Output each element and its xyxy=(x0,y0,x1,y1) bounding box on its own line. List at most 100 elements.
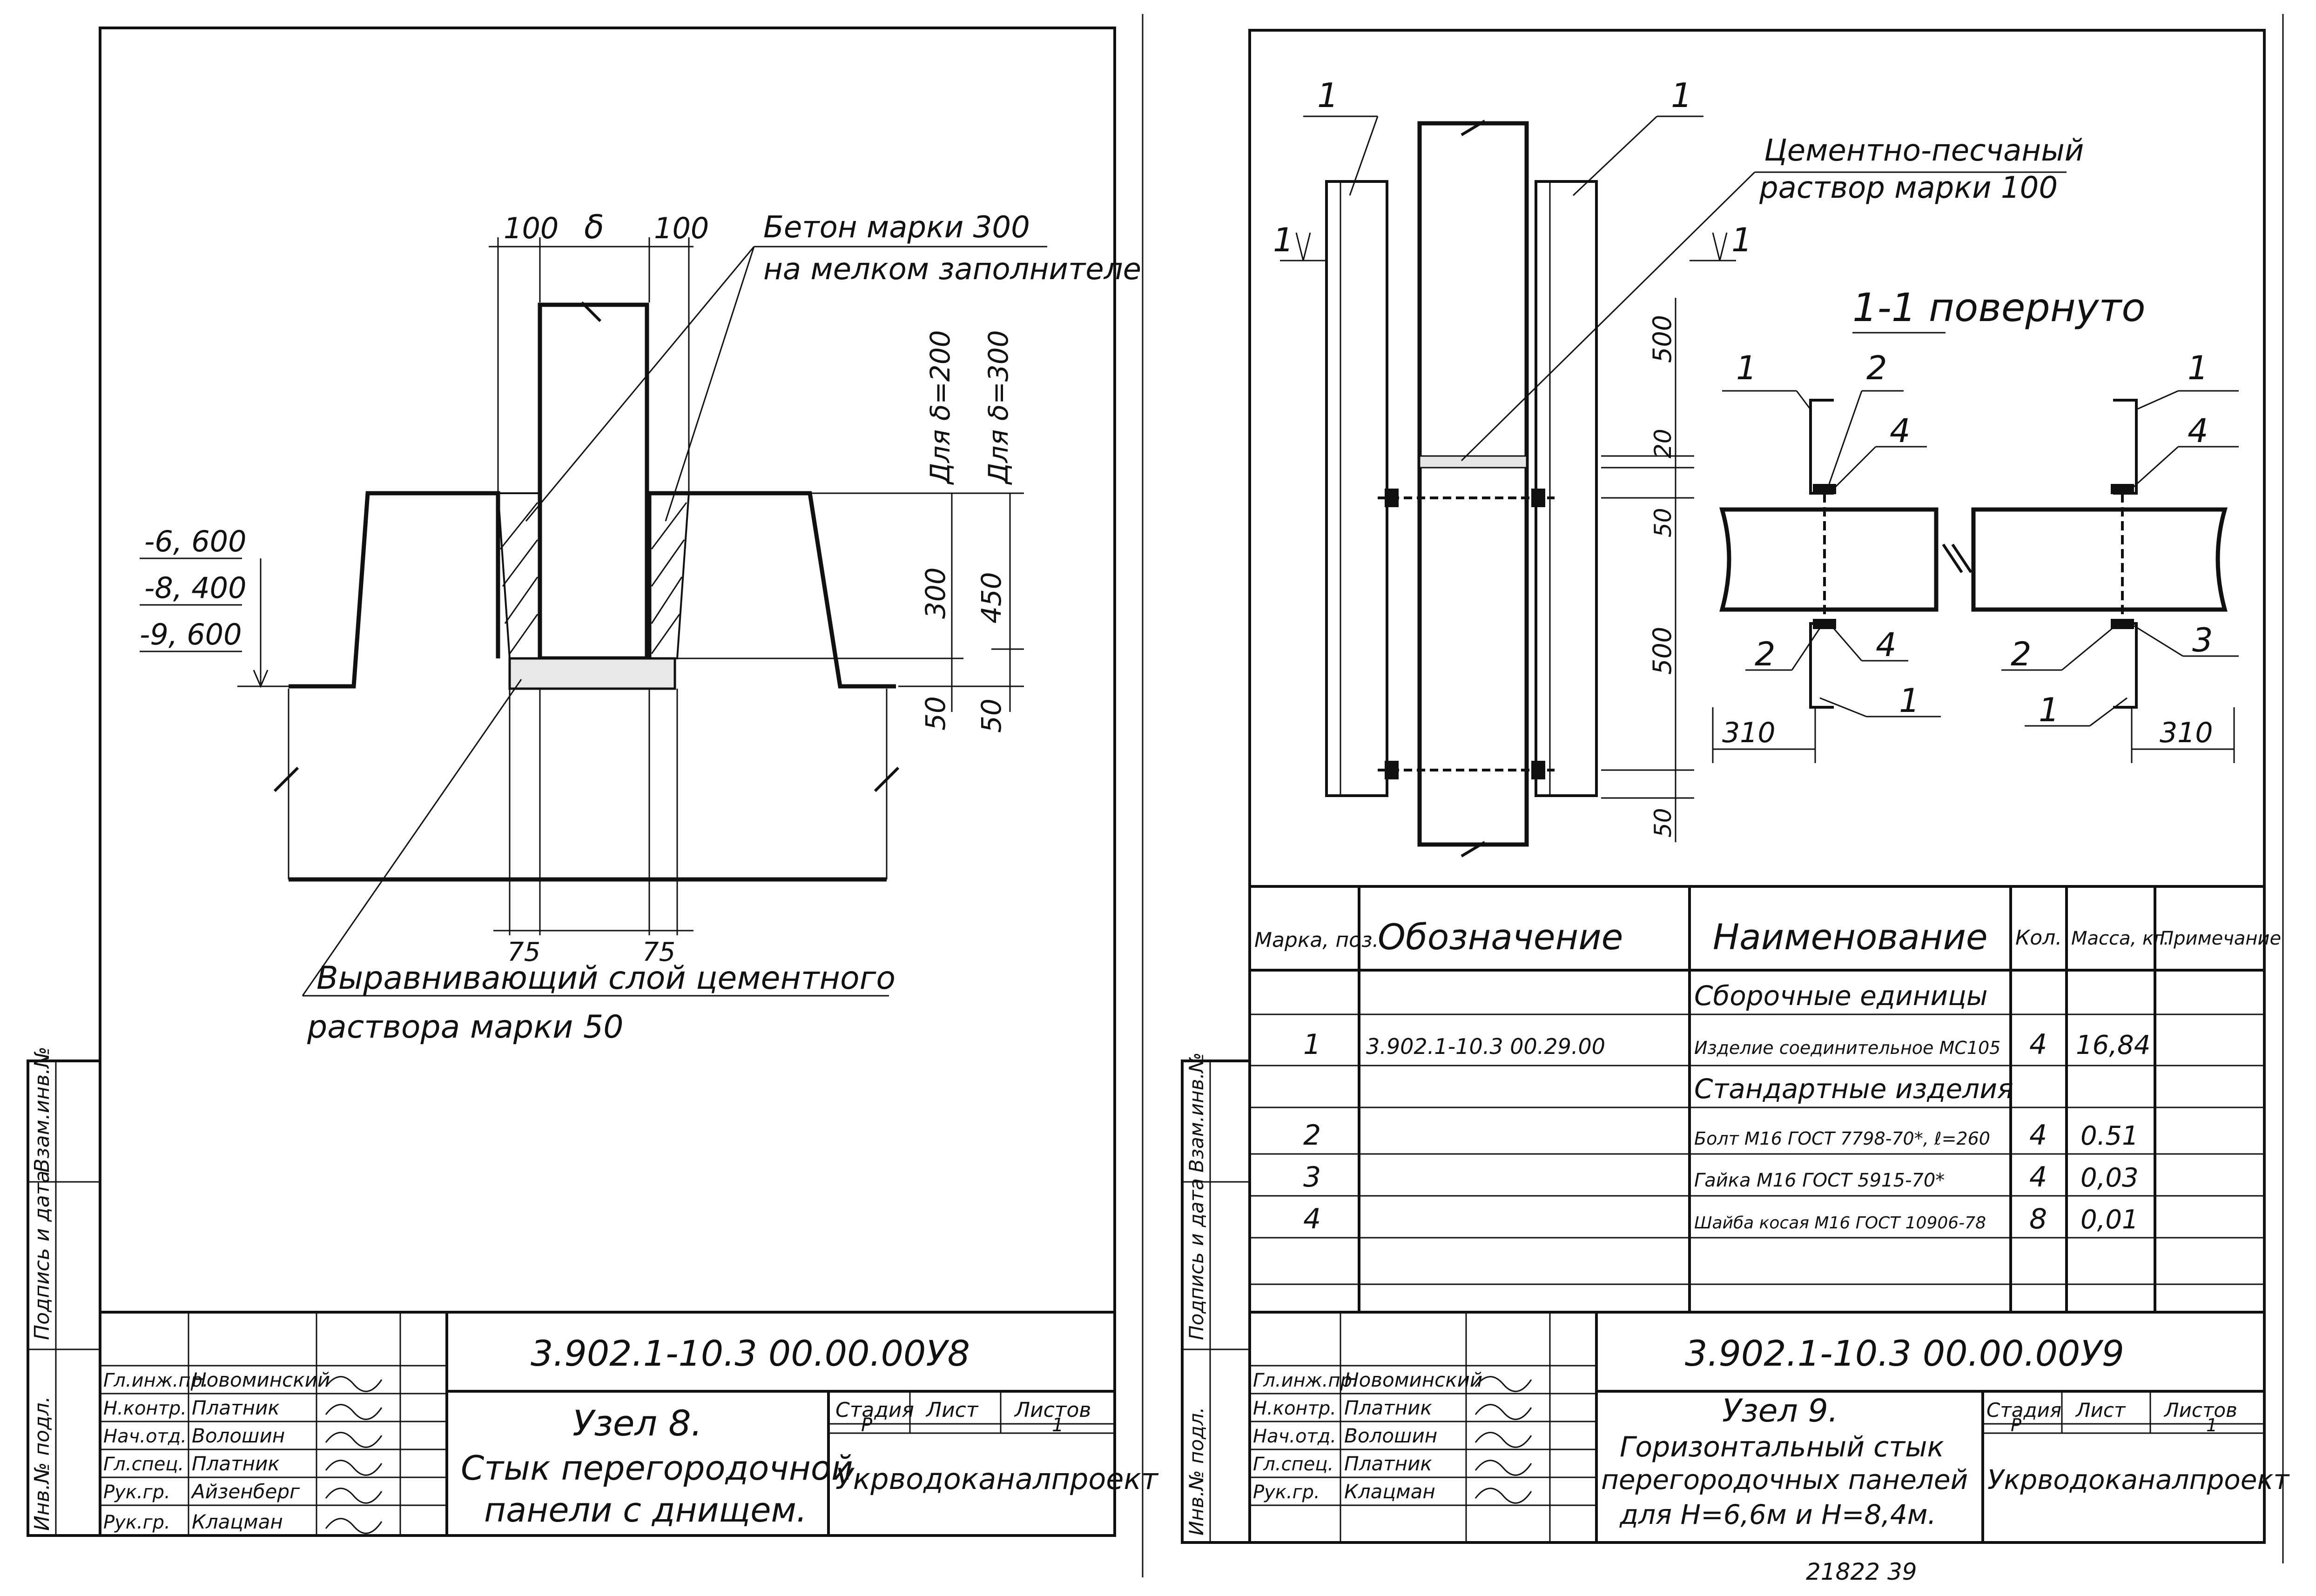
org-name: Укрводоканалпроект xyxy=(835,1462,1159,1496)
name: Айзенберг xyxy=(190,1480,300,1503)
dim-500-lower: 500 xyxy=(1648,627,1677,675)
break-mark xyxy=(580,301,602,322)
sec-label: 2 xyxy=(2011,635,2032,673)
hatch-left xyxy=(499,502,539,654)
joint-9-elevation: 1 1 1 1 Цементно-песчаный раствор марки … xyxy=(1273,76,2084,858)
role: Рук.гр. xyxy=(103,1512,170,1533)
section-mark-left: 1 xyxy=(1273,221,1294,259)
dim-50-a: 50 xyxy=(920,696,951,731)
role: Н.контр. xyxy=(1253,1398,1336,1419)
side-label-sign: Подпись и дата xyxy=(1185,1178,1208,1340)
th-pos: Марка, поз. xyxy=(1254,928,1379,952)
role: Рук.гр. xyxy=(103,1482,170,1503)
name: Платник xyxy=(1344,1452,1432,1475)
top-dimensions: 100 δ 100 xyxy=(489,208,709,493)
sec-label: 1 xyxy=(2039,691,2060,729)
cell-name: Гайка М16 ГОСТ 5915-70* xyxy=(1694,1170,1945,1191)
dim-310-left: 310 xyxy=(1722,717,1776,749)
name: Новоминский xyxy=(192,1368,330,1391)
cell-qty: 4 xyxy=(2029,1028,2047,1061)
th-name: Наименование xyxy=(1713,916,1988,958)
stage-header: Стадия xyxy=(835,1398,914,1422)
level-3: -9, 600 xyxy=(140,617,242,651)
break-mark xyxy=(273,766,299,792)
sec-label: 1 xyxy=(2188,349,2208,387)
side-label-replace: Взам.инв.№ xyxy=(1185,1053,1208,1173)
dim-75-left: 75 xyxy=(507,937,540,967)
name: Волошин xyxy=(1344,1424,1437,1447)
left-side-strip: Инв.№ подл. Подпись и дата Взам.инв.№ xyxy=(27,1046,101,1537)
title-line-3: перегородочных панелей xyxy=(1601,1464,1968,1495)
angle-bottom-right xyxy=(2113,622,2138,709)
panel-column xyxy=(1417,121,1529,847)
cell-qty: 4 xyxy=(2029,1161,2047,1194)
section-1-1: 1-1 повернуто xyxy=(1712,285,2239,763)
role: Гл.инж.пр. xyxy=(103,1370,209,1391)
dim-100-left: 100 xyxy=(504,211,559,245)
dim-300: 300 xyxy=(920,567,951,619)
cell-pos: 3 xyxy=(1303,1161,1321,1194)
cell-name: Болт М16 ГОСТ 7798-70*, ℓ=260 xyxy=(1694,1128,1990,1149)
vert-label-b: Для δ=300 xyxy=(983,330,1014,486)
side-label-inv: Инв.№ подл. xyxy=(1185,1407,1208,1536)
role: Гл.инж.пр. xyxy=(1253,1370,1358,1391)
cell-mass: 0,03 xyxy=(2080,1163,2139,1193)
angle-top-right xyxy=(2113,399,2138,495)
title-line-2: Горизонтальный стык xyxy=(1620,1431,1944,1463)
connector-left xyxy=(1325,180,1388,797)
concrete-callout: Бетон марки 300 на мелком заполнителе xyxy=(525,210,1141,522)
concrete-fill-left xyxy=(497,492,541,659)
role: Гл.спец. xyxy=(103,1454,184,1475)
sheet-header: Лист xyxy=(2075,1399,2126,1422)
sheet-header: Лист xyxy=(925,1398,979,1422)
dim-50-b: 50 xyxy=(976,698,1007,733)
break-mark xyxy=(874,766,900,792)
level-marks: -6, 600 -8, 400 -9, 600 xyxy=(140,524,289,688)
dim-500-upper: 500 xyxy=(1648,315,1677,363)
sec-label: 3 xyxy=(2192,621,2213,659)
title-line-1: Узел 9. xyxy=(1722,1393,1838,1429)
title-line-4: для Н=6,6м и Н=8,4м. xyxy=(1619,1499,1936,1530)
bottom-profile-left xyxy=(289,491,500,689)
sec-label: 4 xyxy=(1890,412,1911,450)
dim-delta: δ xyxy=(584,208,604,246)
name: Клацман xyxy=(1344,1480,1435,1503)
panel-section-right xyxy=(1971,507,2228,612)
right-title-block: Гл.инж.пр. Н.контр. Нач.отд. Гл.спец. Ру… xyxy=(1250,1311,2290,1542)
side-label-sign: Подпись и дата xyxy=(30,1171,54,1340)
role: Гл.спец. xyxy=(1253,1454,1333,1475)
panel-section-left xyxy=(1719,507,1939,612)
right-frame xyxy=(1248,29,2266,1544)
cell-name: Изделие соединительное МС105 xyxy=(1694,1038,2000,1058)
cell-mass: 0,01 xyxy=(2080,1205,2139,1235)
role: Рук.гр. xyxy=(1253,1482,1320,1503)
level-1: -6, 600 xyxy=(144,524,247,558)
cell-qty: 4 xyxy=(2029,1119,2047,1152)
cell-mass: 16,84 xyxy=(2076,1030,2150,1060)
cell-name: Шайба косая М16 ГОСТ 10906-78 xyxy=(1694,1214,1986,1233)
sheets-header: Листов xyxy=(1014,1398,1091,1422)
sec-label: 2 xyxy=(1755,635,1776,673)
pos-label-1b: 1 xyxy=(1671,76,1692,115)
sec-label: 4 xyxy=(2188,412,2208,450)
name: Платник xyxy=(1344,1396,1432,1419)
left-sheet: Инв.№ подл. Подпись и дата Взам.инв.№ xyxy=(27,14,1159,1577)
vert-label-a: Для δ=200 xyxy=(924,330,956,486)
spec-table: Марка, поз. Обозначение Наименование Кол… xyxy=(1250,885,2281,1312)
org-name: Укрводоканалпроект xyxy=(1987,1464,2290,1495)
doc-code: 3.902.1-10.3 00.00.00У8 xyxy=(531,1333,970,1374)
dim-20: 20 xyxy=(1649,429,1676,458)
pos-label-1a: 1 xyxy=(1317,76,1339,115)
concrete-label-1: Бетон марки 300 xyxy=(763,210,1030,245)
name: Платник xyxy=(192,1396,280,1419)
title-line-1: Узел 8. xyxy=(572,1402,702,1444)
name: Платник xyxy=(192,1452,280,1475)
sec-label: 1 xyxy=(1899,682,1920,720)
name: Волошин xyxy=(192,1424,285,1447)
partition-panel xyxy=(538,302,649,661)
cell-code: 3.902.1-10.3 00.29.00 xyxy=(1366,1034,1605,1059)
th-qty: Кол. xyxy=(2015,926,2062,950)
dim-450: 450 xyxy=(976,572,1007,624)
sheets-value: 1 xyxy=(1052,1415,1064,1436)
